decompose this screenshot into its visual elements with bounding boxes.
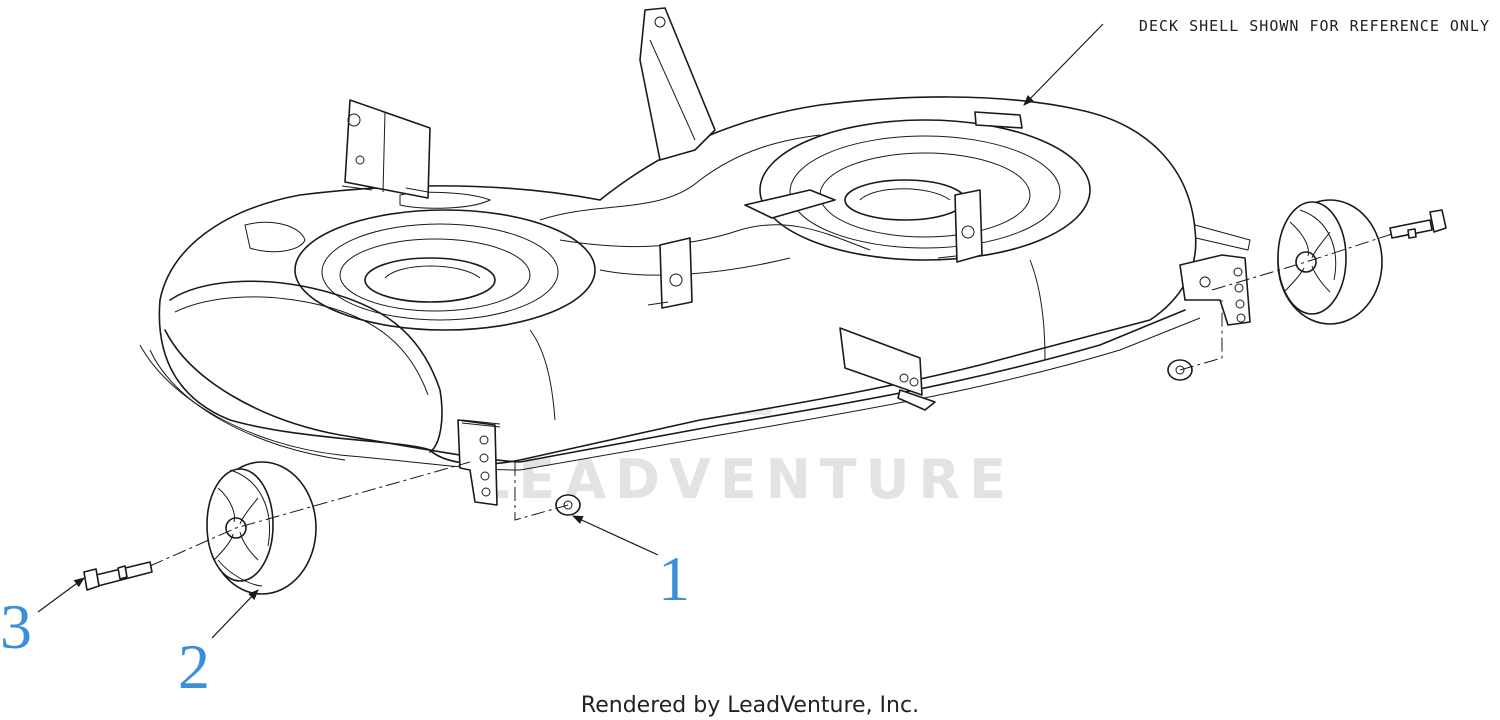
callout-2[interactable]: 2 [178, 589, 259, 702]
left-rear-bracket [341, 99, 431, 199]
deck-shell [139, 7, 1201, 471]
callout-1[interactable]: 1 [572, 515, 690, 614]
rear-lift-arm [639, 7, 716, 161]
left-wheel-bracket [457, 419, 501, 506]
callout-2-label: 2 [178, 631, 210, 702]
callout-3-label: 3 [0, 591, 32, 662]
left-spindle-well [294, 209, 596, 331]
callout-1-label: 1 [658, 543, 690, 614]
reference-note-text: DECK SHELL SHOWN FOR REFERENCE ONLY [1139, 17, 1490, 35]
center-bracket [647, 237, 693, 309]
right-wheel-bracket [1179, 224, 1251, 326]
left-shoulder-bolt [83, 561, 153, 591]
right-bracket [937, 189, 983, 263]
right-shoulder-bolt [1389, 209, 1447, 239]
left-wheel [206, 461, 317, 595]
callout-3[interactable]: 3 [0, 577, 85, 662]
right-wheel [1277, 199, 1383, 325]
reference-note: DECK SHELL SHOWN FOR REFERENCE ONLY [1023, 17, 1490, 106]
footer-credit: Rendered by LeadVenture, Inc. [581, 693, 919, 718]
assembly-centerlines [149, 233, 1393, 567]
front-center-bracket [839, 327, 936, 411]
